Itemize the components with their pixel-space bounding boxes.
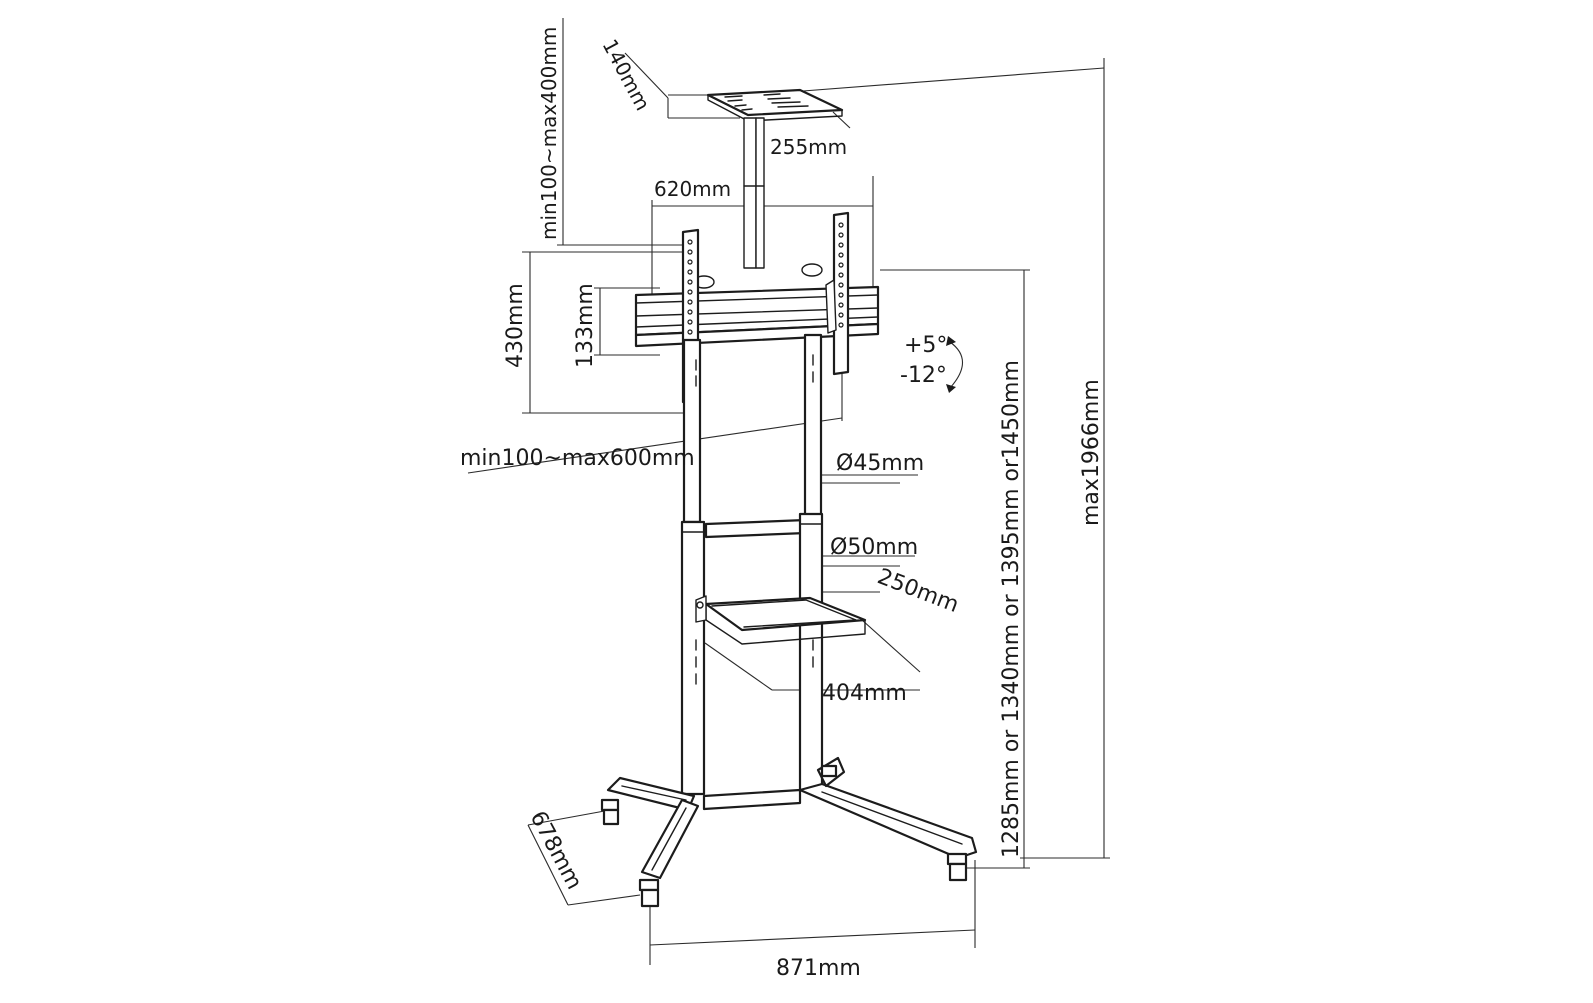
dimension-labels: 140mm 255mm min100~max400mm 620mm 430mm … <box>460 27 1104 981</box>
label-shelf-width: 404mm <box>822 681 907 706</box>
label-tube-lower-diameter: Ø50mm <box>830 535 918 560</box>
label-rail-height: 133mm <box>573 283 598 368</box>
label-vesa-height-range: min100~max400mm <box>537 27 561 240</box>
middle-shelf <box>695 595 867 645</box>
top-shelf <box>706 88 844 269</box>
label-max-height: max1966mm <box>1079 379 1104 526</box>
casters <box>600 764 968 908</box>
label-tilt-down: -12° <box>900 363 947 388</box>
label-vesa-width-range: min100~max600mm <box>460 446 695 471</box>
vesa-arm-right <box>825 211 850 376</box>
cross-bar <box>704 518 808 539</box>
base-cross-bar <box>702 788 802 811</box>
dimension-lines <box>467 18 1110 965</box>
base-legs <box>606 756 978 880</box>
label-base-width: 871mm <box>776 956 861 981</box>
label-bracket-width: 620mm <box>654 177 731 201</box>
label-shelf-top-width: 255mm <box>770 135 847 159</box>
label-bracket-height: 430mm <box>503 283 528 368</box>
lower-poles <box>680 512 824 796</box>
label-height-options: 1285mm or 1340mm or 1395mm or1450mm <box>999 360 1024 858</box>
label-shelf-depth: 250mm <box>874 564 962 618</box>
upper-poles <box>682 333 823 524</box>
label-tilt-up: +5° <box>904 333 947 358</box>
tv-stand <box>600 88 978 908</box>
label-tube-upper-diameter: Ø45mm <box>836 451 924 476</box>
